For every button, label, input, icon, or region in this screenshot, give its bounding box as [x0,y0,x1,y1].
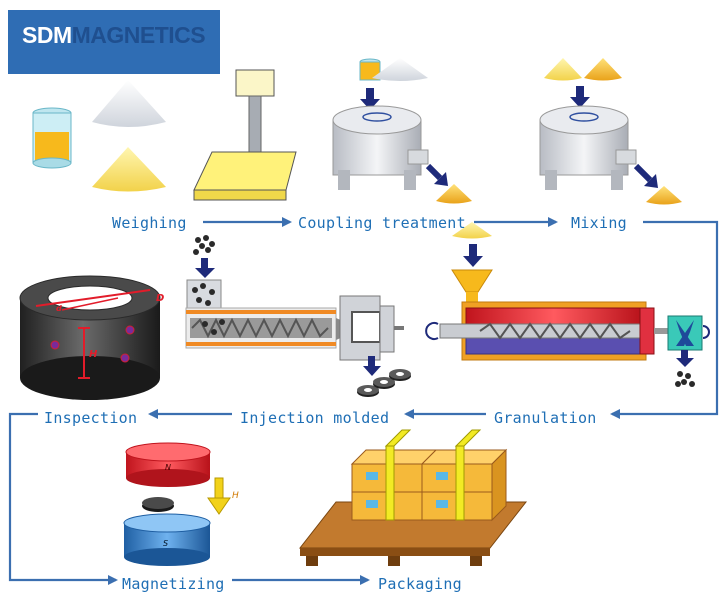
arrow-inspection-to-magnetizing [8,412,118,585]
step-label-granulation: Granulation [494,409,597,427]
injection-machine-icon [185,235,411,397]
yellow-powder-pile-icon [92,147,166,192]
step-label-inspection: Inspection [44,409,138,427]
magnet-label-north: N [165,463,171,472]
ring-label-diameter: D [156,293,164,304]
pellets-top [193,235,215,255]
flow-arrows [8,217,719,585]
granulator-icon [425,222,710,387]
mixing-tank-icon [539,58,682,205]
magnetizer-icon [123,442,231,566]
ring-label-inner: d [56,304,62,313]
step-label-coupling-treatment: Coupling treatment [298,214,466,232]
logo [8,10,220,74]
step-label-mixing: Mixing [571,214,627,232]
step-label-magnetizing: Magnetizing [122,575,225,593]
beaker-icon [32,107,72,169]
ring-magnet-icon [19,275,161,400]
white-powder-pile-icon [92,80,166,127]
ring-label-height: H [89,349,98,360]
logo-part-b: MAGNETICS [71,22,206,48]
magnet-label-south: S [163,539,168,548]
scale-icon [193,69,297,201]
step-label-packaging: Packaging [378,575,462,593]
molded-rings [357,369,411,397]
logo-part-a: SDM [22,22,72,48]
pallet-boxes-icon [298,429,528,566]
logo-text: SDMMAGNETICS [22,22,206,49]
magnet-label-field: H [232,491,239,501]
coupling-tank-icon [332,58,472,204]
step-label-weighing: Weighing [112,214,187,232]
arrow-mixing-to-granulation [610,220,719,419]
step-label-injection-molded: Injection molded [240,409,390,427]
